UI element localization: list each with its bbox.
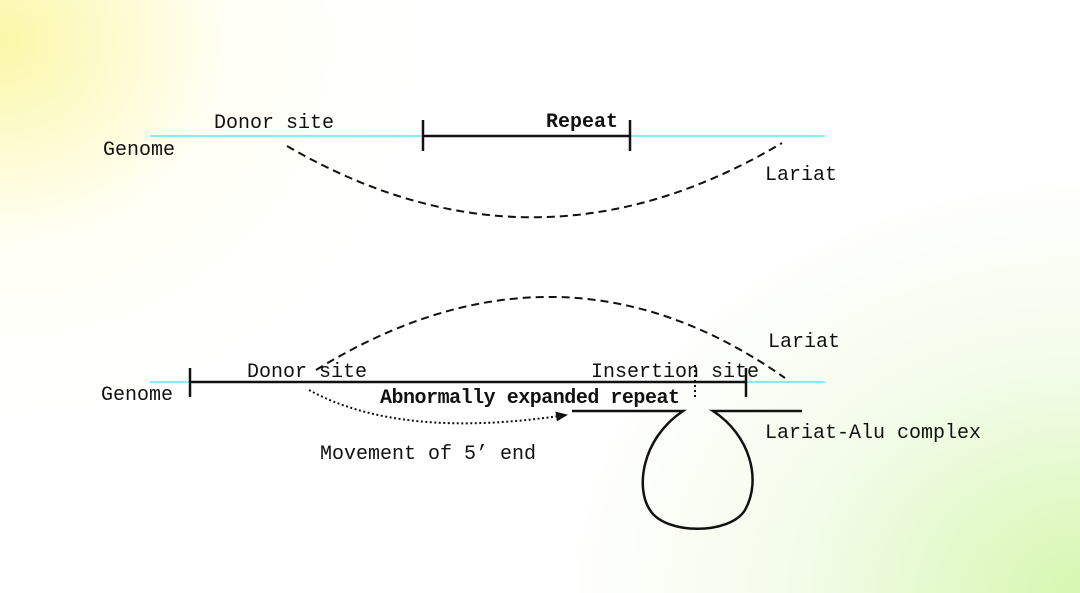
lariat-alu-complex-shape: [572, 409, 802, 530]
bottom-donor-site-label: Donor site: [247, 361, 367, 384]
bottom-lariat-arc: [315, 296, 786, 379]
insertion-site-label: Insertion site: [591, 361, 759, 384]
top-lariat-label: Lariat: [765, 164, 837, 187]
movement-label: Movement of 5’ end: [320, 443, 536, 466]
lariat-alu-label: Lariat-Alu complex: [765, 422, 981, 445]
bottom-lariat-label: Lariat: [768, 331, 840, 354]
top-lariat-arc: [286, 142, 783, 219]
expanded-repeat-label: Abnormally expanded repeat: [380, 387, 680, 410]
bottom-genome-label: Genome: [101, 384, 173, 407]
top-genome-label: Genome: [103, 139, 175, 162]
top-donor-site-label: Donor site: [214, 112, 334, 135]
movement-arrow: [308, 389, 568, 425]
top-repeat-label: Repeat: [546, 111, 618, 134]
